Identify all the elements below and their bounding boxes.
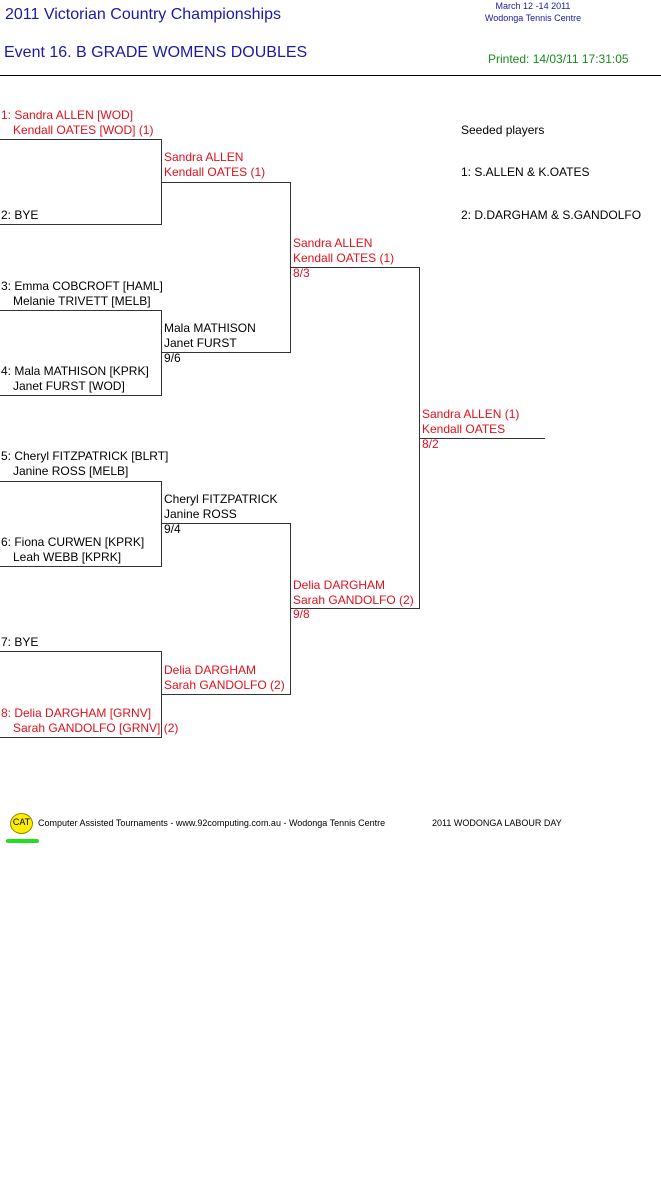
r2-line-4 <box>162 694 291 695</box>
r1-connector-1 <box>161 139 162 224</box>
r1-entry-1-line1: 1: Sandra ALLEN [WOD] <box>1 108 134 122</box>
r1-line-6 <box>0 566 162 567</box>
r2-entry-4-line1: Delia DARGHAM <box>164 663 257 677</box>
r1-entry-1-line2: Kendall OATES [WOD] (1) <box>13 123 154 137</box>
r2-entry-2-score: 9/6 <box>164 351 181 365</box>
final-line <box>420 438 545 439</box>
r1-line-4 <box>0 395 162 396</box>
footer-tournament: 2011 WODONGA LABOUR DAY <box>432 818 562 828</box>
r1-entry-2-line1: 2: BYE <box>1 208 39 222</box>
cat-logo-text: CAT <box>12 817 31 827</box>
event-title: Event 16. B GRADE WOMENS DOUBLES <box>4 44 308 61</box>
r1-entry-4-line1: 4: Mala MATHISON [KPRK] <box>1 364 149 378</box>
footer-credit: Computer Assisted Tournaments - www.92co… <box>38 818 386 828</box>
r1-entry-8-line1: 8: Delia DARGHAM [GRNV] <box>1 706 152 720</box>
r2-entry-2-line1: Mala MATHISON <box>164 321 256 335</box>
r1-connector-4 <box>161 651 162 737</box>
r1-entry-6-line2: Leah WEBB [KPRK] <box>13 550 122 564</box>
r1-line-7 <box>0 651 162 652</box>
r1-entry-8-line2: Sarah GANDOLFO [GRNV] (2) <box>13 721 179 735</box>
r2-entry-3-line1: Cheryl FITZPATRICK <box>164 492 278 506</box>
r1-connector-3 <box>161 481 162 566</box>
seed-1: 1: S.ALLEN & K.OATES <box>461 165 590 179</box>
r2-line-1 <box>162 182 291 183</box>
venue-name: Wodonga Tennis Centre <box>484 13 582 23</box>
r2-entry-3-score: 9/4 <box>164 522 181 536</box>
r1-connector-2 <box>161 310 162 395</box>
r3-entry-1-line1: Sandra ALLEN <box>293 236 373 250</box>
r2-entry-2-line2: Janet FURST <box>164 336 237 350</box>
r2-line-3 <box>162 523 291 524</box>
r2-entry-4-line2: Sarah GANDOLFO (2) <box>164 678 285 692</box>
printed-timestamp: Printed: 14/03/11 17:31:05 <box>488 52 629 66</box>
header-divider <box>0 75 661 76</box>
r2-connector-2 <box>290 523 291 694</box>
final-score: 8/2 <box>422 437 439 451</box>
championship-title: 2011 Victorian Country Championships <box>5 6 282 23</box>
r1-line-5 <box>0 481 162 482</box>
r2-connector-1 <box>290 182 291 352</box>
r2-entry-1-line2: Kendall OATES (1) <box>164 165 266 179</box>
cat-logo-underline <box>6 839 39 843</box>
r3-entry-2-line2: Sarah GANDOLFO (2) <box>293 593 414 607</box>
cat-logo: CAT <box>10 813 33 834</box>
event-dates: March 12 -14 2011 <box>495 1 571 11</box>
r1-entry-6-line1: 6: Fiona CURWEN [KPRK] <box>1 535 145 549</box>
r3-connector <box>419 267 420 608</box>
r1-entry-5-line2: Janine ROSS [MELB] <box>13 464 129 478</box>
r1-line-3 <box>0 310 162 311</box>
r2-line-2 <box>162 352 291 353</box>
r3-entry-2-line1: Delia DARGHAM <box>293 578 386 592</box>
r1-entry-5-line1: 5: Cheryl FITZPATRICK [BLRT] <box>1 449 169 463</box>
r3-entry-2-score: 9/8 <box>293 607 310 621</box>
final-winner-line2: Kendall OATES <box>422 422 506 436</box>
r1-entry-7-line1: 7: BYE <box>1 635 39 649</box>
r1-line-2 <box>0 224 162 225</box>
r2-entry-3-line2: Janine ROSS <box>164 507 237 521</box>
r1-entry-4-line2: Janet FURST [WOD] <box>13 379 125 393</box>
final-winner-line1: Sandra ALLEN (1) <box>422 407 520 421</box>
r2-entry-1-line1: Sandra ALLEN <box>164 150 244 164</box>
r3-entry-1-score: 8/3 <box>293 266 310 280</box>
r3-entry-1-line2: Kendall OATES (1) <box>293 251 395 265</box>
r1-entry-3-line1: 3: Emma COBCROFT [HAML] <box>1 279 163 293</box>
r1-line-8 <box>0 737 162 738</box>
seeded-heading: Seeded players <box>461 123 545 137</box>
r3-line-2 <box>291 608 420 609</box>
r3-line-1 <box>291 267 420 268</box>
seed-2: 2: D.DARGHAM & S.GANDOLFO <box>461 208 642 222</box>
r1-line-1 <box>0 139 162 140</box>
r1-entry-3-line2: Melanie TRIVETT [MELB] <box>13 294 151 308</box>
